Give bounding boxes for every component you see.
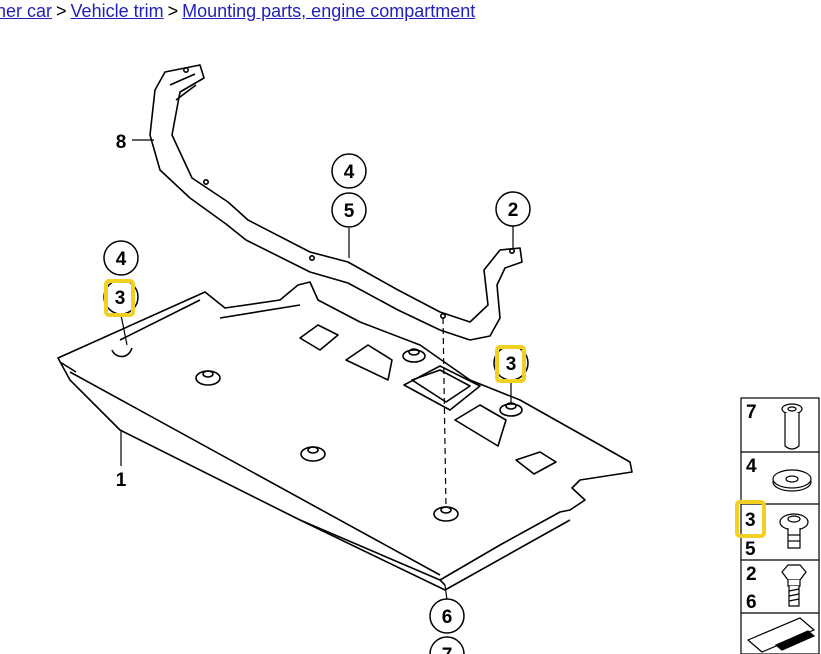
highlight-box	[495, 345, 526, 383]
callout-6: 6	[429, 598, 465, 634]
breadcrumb-separator: >	[56, 1, 67, 21]
leader-lines	[120, 139, 514, 601]
washer-icon	[772, 469, 812, 492]
breadcrumb-separator: >	[167, 1, 179, 21]
callout-label: 5	[344, 201, 355, 222]
callout-2: 2	[495, 191, 531, 227]
underbody-shield-drawing	[57, 281, 633, 591]
callout-7: 7	[429, 636, 465, 654]
sealing-strip-icon	[746, 617, 816, 653]
callout-label: 1	[116, 470, 127, 491]
callout-3-right: 3	[493, 345, 529, 383]
highlight-box	[735, 500, 766, 538]
legend-row-3-5: 3 5	[735, 500, 809, 560]
callout-label: 8	[116, 132, 127, 153]
highlight-box	[104, 279, 135, 317]
legend-label: 2	[746, 564, 757, 585]
callout-4-left: 4	[103, 240, 139, 276]
callout-5: 5	[331, 192, 367, 228]
legend-row-7: 7	[746, 402, 803, 450]
callout-4-top: 4	[331, 153, 367, 189]
breadcrumb-link-other-car[interactable]: her car	[0, 1, 53, 21]
hex-bolt-icon	[781, 564, 807, 607]
hardware-legend: 7 4 3 5	[735, 397, 820, 654]
callout-label: 6	[442, 607, 453, 628]
callout-label: 3	[506, 354, 517, 375]
legend-label: 4	[746, 456, 757, 477]
legend-row-strip	[746, 617, 816, 653]
legend-label: 6	[746, 592, 757, 613]
spacer-sleeve-icon	[781, 403, 803, 450]
callout-1: 1	[116, 470, 127, 491]
callout-label: 7	[442, 645, 453, 654]
callout-label: 2	[508, 200, 519, 221]
breadcrumb: her car>Vehicle trim>Mounting parts, eng…	[0, 0, 475, 24]
legend-label: 7	[746, 402, 757, 423]
callout-label: 3	[115, 288, 126, 309]
alignment-dash-line	[442, 317, 447, 509]
expanding-rivet-icon	[779, 513, 809, 549]
callout-3-left: 3	[103, 279, 139, 317]
callout-8: 8	[116, 132, 127, 153]
legend-row-2-6: 2 6	[746, 564, 807, 613]
legend-label: 3	[745, 510, 756, 531]
legend-label: 5	[745, 539, 756, 560]
callout-label: 4	[344, 162, 355, 183]
breadcrumb-link-vehicle-trim[interactable]: Vehicle trim	[70, 1, 164, 21]
callout-label: 4	[116, 249, 127, 270]
breadcrumb-link-mounting-parts[interactable]: Mounting parts, engine compartment	[182, 1, 476, 21]
legend-row-4: 4	[746, 456, 812, 492]
